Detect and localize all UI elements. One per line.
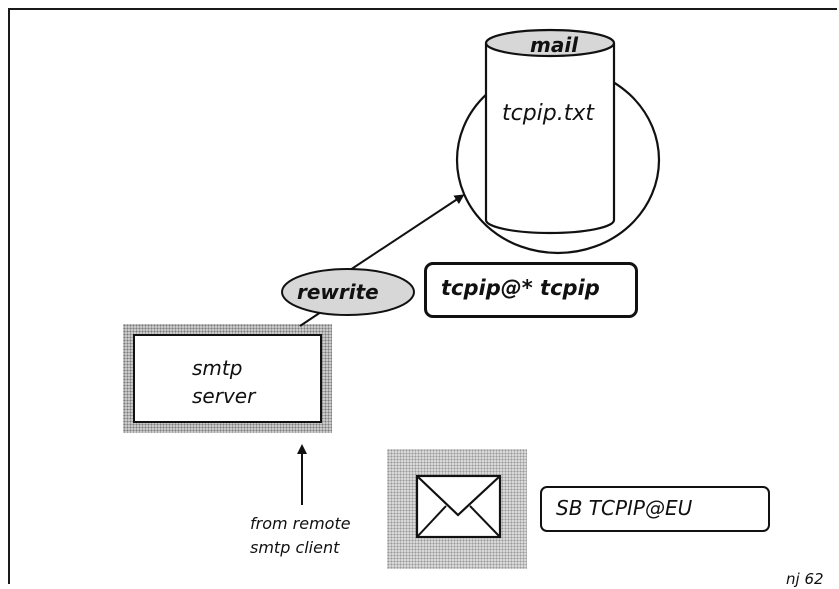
client-label-line1: from remote [250, 514, 351, 533]
address-text: SB TCPIP@EU [556, 496, 693, 520]
page-ref: nj 62 [786, 570, 824, 588]
smtp-server-box [123, 324, 332, 433]
smtp-server-line2: server [192, 384, 256, 408]
mail-filename-label: tcpip.txt [502, 101, 595, 126]
mail-cylinder [484, 28, 616, 235]
rewrite-ellipse [281, 268, 415, 316]
rewrite-rule-text: tcpip@* tcpip [441, 276, 600, 300]
slide-frame [8, 8, 837, 584]
client-label-line2: smtp client [250, 538, 340, 557]
address-box [540, 486, 770, 532]
smtp-server-inner [133, 334, 322, 423]
smtp-server-line1: smtp [192, 356, 243, 380]
mail-header-label: mail [530, 33, 579, 57]
envelope-icon [415, 474, 502, 539]
rewrite-rule-box [424, 262, 638, 318]
rewrite-label: rewrite [297, 280, 379, 304]
rewrite-to-mailbox-arrow [349, 194, 465, 271]
